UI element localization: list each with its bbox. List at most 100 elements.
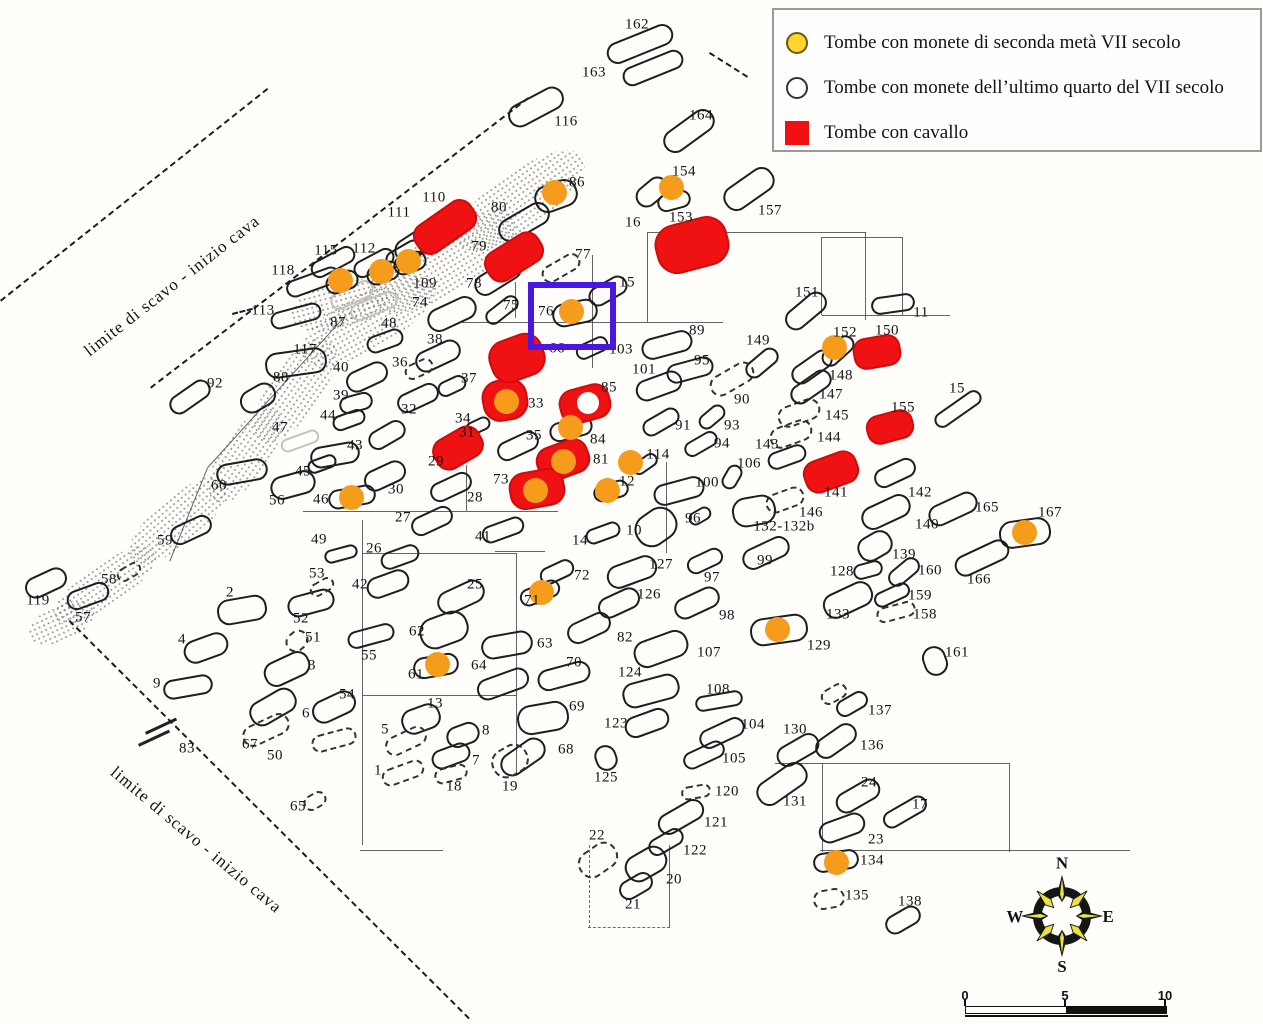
- tomb-number: 3: [308, 657, 316, 674]
- tomb-number: 17: [912, 796, 928, 813]
- tomb-number: 144: [817, 429, 841, 446]
- survey-grid-line: [775, 763, 1010, 764]
- compass-east-label: E: [1103, 907, 1114, 926]
- tomb-number: 52: [293, 610, 309, 627]
- scale-bar: 0 5 10: [958, 988, 1178, 1020]
- tomb-number: 110: [422, 189, 446, 206]
- tomb-number: 149: [746, 332, 770, 349]
- survey-grid-line: [865, 232, 866, 320]
- tomb-number: 87: [330, 314, 346, 331]
- compass-south-label: S: [1057, 957, 1066, 973]
- tomb-number: 154: [672, 163, 696, 180]
- tomb-number: 101: [632, 361, 656, 378]
- tomb-number: 69: [569, 698, 585, 715]
- tomb-number: 49: [311, 531, 327, 548]
- tomb-shape: [639, 327, 695, 363]
- survey-grid-line: [362, 520, 363, 845]
- tomb-number: 129: [807, 637, 831, 654]
- tomb-shape: [379, 757, 427, 789]
- tomb-number: 32: [401, 401, 417, 418]
- tomb-number: 39: [333, 387, 349, 404]
- tomb-number: 117: [293, 341, 317, 358]
- tomb-number: 45: [295, 463, 311, 480]
- tomb-number: 164: [689, 107, 713, 124]
- tomb-number: 79: [471, 238, 487, 255]
- tomb-number: 91: [675, 417, 691, 434]
- survey-grid-line: [363, 553, 517, 554]
- tomb-number: 6: [302, 705, 310, 722]
- tomb-number: 15: [619, 274, 635, 291]
- tomb-number: 163: [582, 64, 606, 81]
- tomb-shape: [345, 621, 397, 651]
- tomb-shape: [810, 718, 862, 764]
- tomb-number: 59: [157, 532, 173, 549]
- tomb-number: 108: [706, 681, 730, 698]
- tomb-number: 162: [625, 16, 649, 33]
- tomb-number: 29: [428, 453, 444, 470]
- tomb-number: 81: [593, 451, 609, 468]
- tomb-shape: [322, 542, 360, 566]
- tomb-number: 143: [755, 436, 779, 453]
- tomb-number: 138: [898, 893, 922, 910]
- tomb-number: 147: [819, 386, 843, 403]
- scale-tick-5: 5: [1061, 988, 1069, 1003]
- tomb-shape: [259, 647, 315, 691]
- tomb-number: 157: [758, 202, 782, 219]
- white-coin-icon: [784, 77, 810, 99]
- tomb-shape: [364, 416, 410, 454]
- tomb-number: 98: [719, 607, 735, 624]
- tomb-number: 160: [918, 562, 942, 579]
- tomb-number: 15: [949, 380, 965, 397]
- tomb-shape: [309, 725, 359, 755]
- coin-dot-orange: [522, 477, 548, 503]
- tomb-number: 85: [601, 379, 617, 396]
- tomb-number: 93: [724, 417, 740, 434]
- tomb-number: 115: [314, 242, 338, 259]
- coin-dot-orange: [1011, 519, 1037, 545]
- coin-dot-orange: [395, 248, 421, 274]
- tomb-number: 125: [594, 769, 618, 786]
- survey-grid-line: [303, 511, 558, 512]
- tomb-number: 146: [799, 504, 823, 521]
- tomb-number: 96: [685, 510, 701, 527]
- tomb-number: 151: [795, 284, 819, 301]
- coin-dot-orange: [594, 477, 620, 503]
- survey-grid-line: [1009, 763, 1010, 852]
- tomb-number: 140: [915, 516, 939, 533]
- legend-label: Tombe con cavallo: [824, 122, 969, 143]
- tomb-number: 109: [413, 275, 437, 292]
- coin-dot-orange: [327, 267, 353, 293]
- tomb-number: 86: [569, 174, 585, 191]
- tomb-number: 24: [861, 774, 877, 791]
- tomb-shape: [407, 502, 457, 540]
- tomb-number: 122: [683, 842, 707, 859]
- tomb-number: 94: [714, 435, 730, 452]
- tomb-number: 38: [427, 331, 443, 348]
- tomb-number: 126: [637, 586, 661, 603]
- tomb-number: 137: [868, 702, 892, 719]
- tomb-shape: [857, 490, 915, 534]
- tomb-number: 148: [829, 367, 853, 384]
- tomb-number: 44: [320, 407, 336, 424]
- scale-tick-10: 10: [1157, 988, 1173, 1003]
- coin-dot-orange: [541, 179, 567, 205]
- tomb-number: 26: [366, 540, 382, 557]
- tomb-number: 141: [824, 484, 848, 501]
- tomb-number: 105: [722, 750, 746, 767]
- tomb-number: 33: [528, 395, 544, 412]
- coin-dot-orange: [493, 388, 519, 414]
- tomb-number: 89: [689, 322, 705, 339]
- tomb-number: 153: [669, 209, 693, 226]
- tomb-number: 11: [913, 304, 929, 321]
- tomb-number: 67: [242, 736, 258, 753]
- tomb-number: 166: [967, 571, 991, 588]
- tomb-number: 106: [737, 455, 761, 472]
- tomb-number: 74: [412, 294, 428, 311]
- tomb-number: 54: [339, 686, 355, 703]
- tomb-number: 76: [538, 303, 554, 320]
- tomb-shape: [161, 672, 215, 702]
- tomb-number: 161: [945, 644, 969, 661]
- tomb-number: 150: [875, 322, 899, 339]
